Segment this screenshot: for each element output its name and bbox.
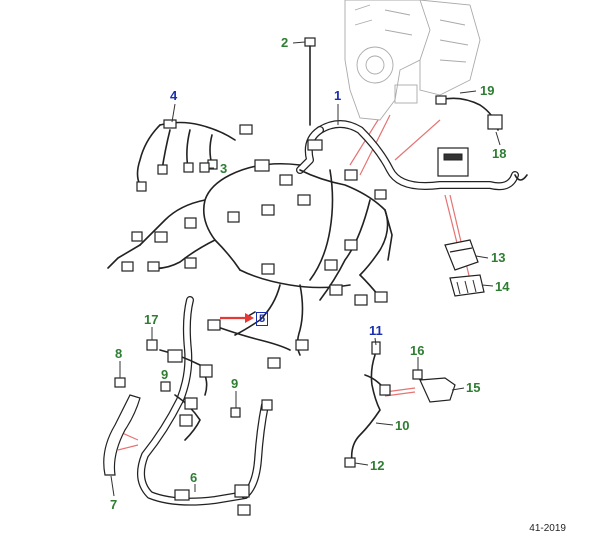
callout-4[interactable]: 4 <box>170 88 178 103</box>
engine-leader-lines <box>117 114 471 451</box>
callout-17[interactable]: 17 <box>144 312 159 327</box>
callout-13[interactable]: 13 <box>491 250 506 265</box>
bolt-3[interactable] <box>199 162 210 173</box>
bolt-9-upper[interactable] <box>160 381 171 392</box>
clip-17[interactable] <box>146 339 158 351</box>
part-13[interactable] <box>444 239 479 271</box>
sensor-lead-19[interactable] <box>435 95 503 131</box>
callout-8[interactable]: 8 <box>115 346 123 361</box>
callout-12[interactable]: 12 <box>370 458 385 473</box>
callout-16[interactable]: 16 <box>410 343 425 358</box>
callout-19[interactable]: 19 <box>480 83 495 98</box>
callout-14[interactable]: 14 <box>495 279 510 294</box>
callout-leaders <box>110 41 501 497</box>
callout-11[interactable]: 11 <box>369 323 383 338</box>
lower-harness-6[interactable] <box>137 296 273 516</box>
callout-2[interactable]: 2 <box>281 35 289 50</box>
bracket-15[interactable] <box>419 377 456 403</box>
callout-15[interactable]: 15 <box>466 380 481 395</box>
callout-7[interactable]: 7 <box>110 497 118 512</box>
figure-code: 41-2019 <box>529 523 566 534</box>
callout-18[interactable]: 18 <box>492 146 507 161</box>
bolt-16[interactable] <box>412 369 423 380</box>
bolt-8[interactable] <box>114 377 126 388</box>
bolt-2[interactable] <box>304 37 316 126</box>
callout-3[interactable]: 3 <box>220 161 228 176</box>
part-14[interactable] <box>449 274 485 297</box>
engine-block-illustration <box>344 0 481 121</box>
main-harness[interactable] <box>107 120 528 369</box>
callout-1[interactable]: 1 <box>334 88 342 103</box>
injector-harness[interactable] <box>136 119 236 192</box>
sensor-harness-10[interactable] <box>344 341 391 468</box>
bracket-7[interactable] <box>103 394 141 476</box>
callout-10[interactable]: 10 <box>395 418 410 433</box>
callout-9-upper[interactable]: 9 <box>161 367 169 382</box>
callout-6[interactable]: 6 <box>190 470 198 485</box>
callout-5[interactable]: 5 <box>256 312 269 326</box>
callout-9-lower[interactable]: 9 <box>231 376 239 391</box>
bolt-9-lower[interactable] <box>230 407 241 418</box>
red-arrow <box>220 313 254 323</box>
